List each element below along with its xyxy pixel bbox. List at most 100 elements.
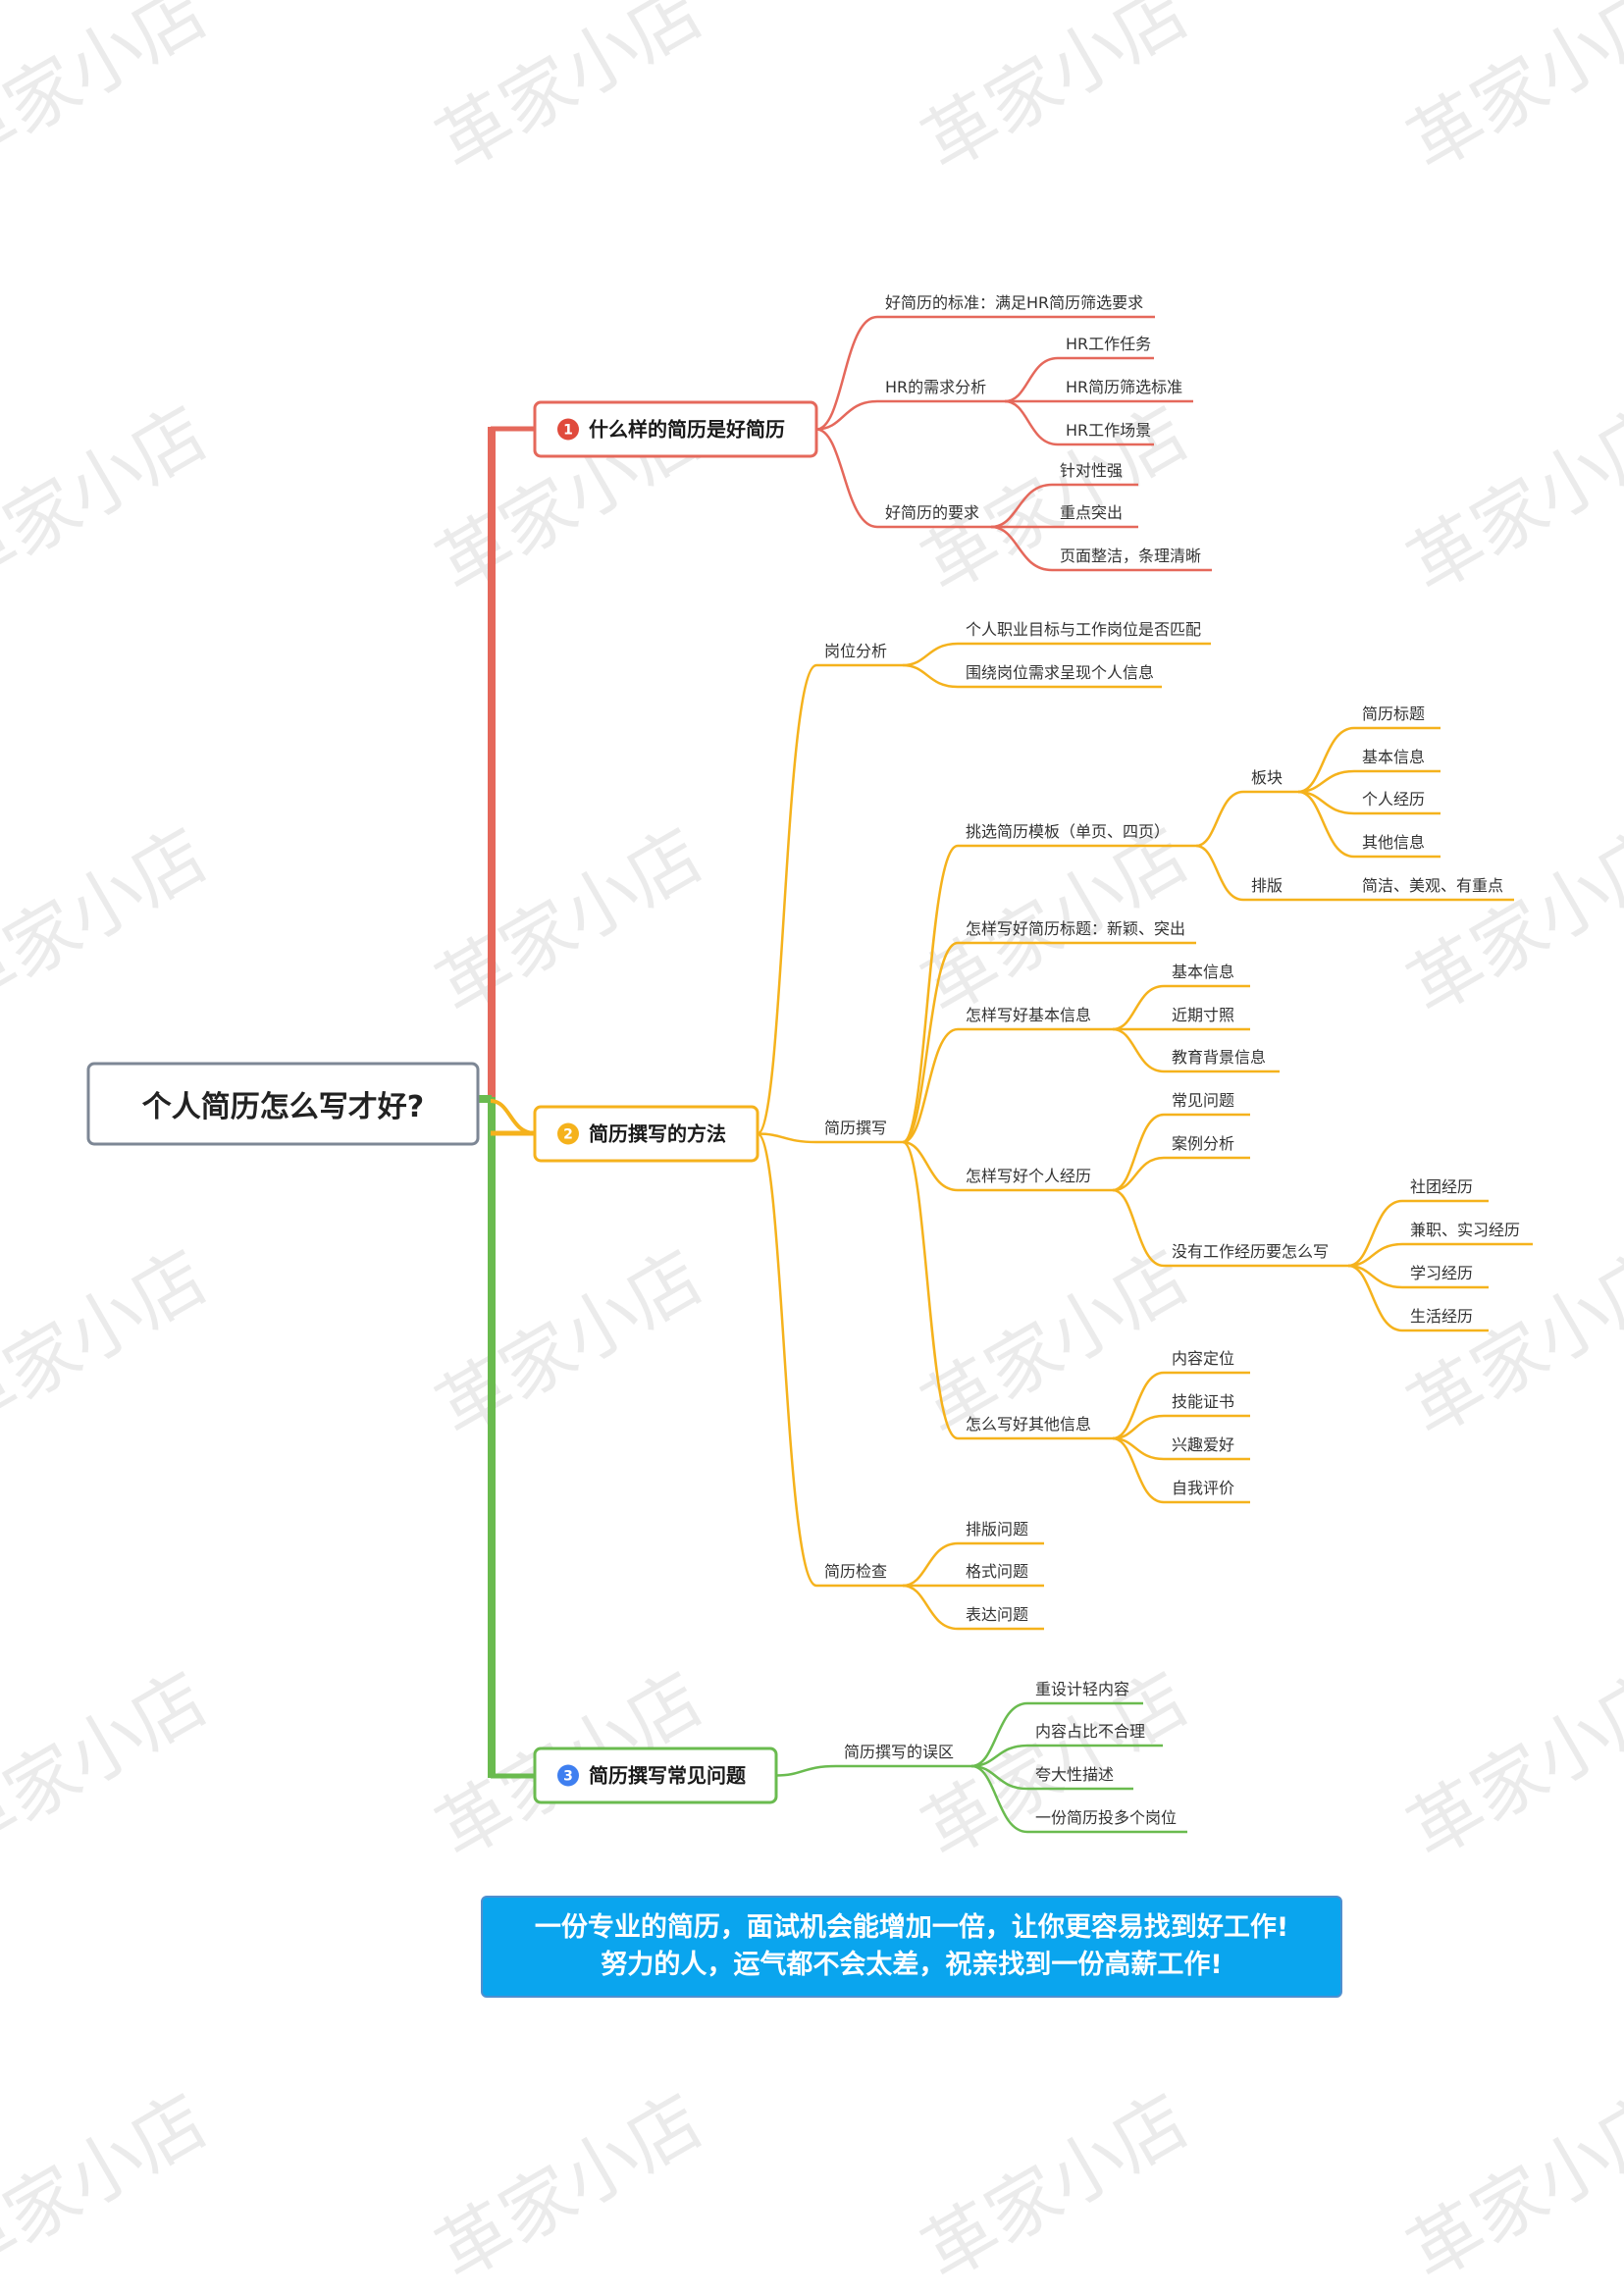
topic-label[interactable]: HR简历筛选标准 xyxy=(1066,378,1182,396)
watermark-text: 革家小店 xyxy=(0,812,221,1030)
watermark-text: 革家小店 xyxy=(909,0,1202,187)
topic-label[interactable]: 好简历的要求 xyxy=(885,503,979,522)
topic-label[interactable]: 岗位分析 xyxy=(824,642,887,660)
topic-label[interactable]: 兴趣爱好 xyxy=(1172,1435,1234,1454)
banner-line-2: 努力的人，运气都不会太差，祝亲找到一份高薪工作! xyxy=(601,1950,1223,1980)
watermark-text: 革家小店 xyxy=(0,2078,221,2295)
banner-line-1: 一份专业的简历，面试机会能增加一倍，让你更容易找到好工作! xyxy=(534,1912,1289,1943)
connector xyxy=(1004,356,1059,403)
topic-label[interactable]: 自我评价 xyxy=(1172,1479,1234,1497)
topic-label[interactable]: 简洁、美观、有重点 xyxy=(1362,876,1503,895)
topic-label[interactable]: 内容占比不合理 xyxy=(1035,1722,1145,1741)
watermark-text: 革家小店 xyxy=(1394,2078,1624,2295)
topic-label[interactable]: 兼职、实习经历 xyxy=(1410,1221,1520,1239)
topic-label[interactable]: 一份简历投多个岗位 xyxy=(1035,1808,1177,1827)
topic-label[interactable]: 基本信息 xyxy=(1362,748,1425,766)
topic-label[interactable]: 个人经历 xyxy=(1362,790,1425,808)
topic-label[interactable]: 基本信息 xyxy=(1172,963,1234,981)
topic-label[interactable]: 重设计轻内容 xyxy=(1035,1680,1129,1698)
connector xyxy=(1112,1027,1165,1073)
footer-banner: 一份专业的简历，面试机会能增加一倍，让你更容易找到好工作! 努力的人，运气都不会… xyxy=(481,1896,1342,1998)
topic-label[interactable]: 怎么写好其他信息 xyxy=(966,1415,1091,1434)
topic-label[interactable]: HR工作任务 xyxy=(1066,335,1151,353)
topic-label[interactable]: 针对性强 xyxy=(1060,461,1123,480)
topic-label[interactable]: 排版 xyxy=(1251,876,1283,895)
topic-label[interactable]: 教育背景信息 xyxy=(1172,1048,1266,1067)
topic-label[interactable]: 重点突出 xyxy=(1060,503,1123,522)
topic-label[interactable]: 排版问题 xyxy=(966,1520,1028,1539)
topic-label[interactable]: 个人职业目标与工作岗位是否匹配 xyxy=(966,620,1201,639)
connector xyxy=(775,1764,837,1777)
topic-label[interactable]: 没有工作经历要怎么写 xyxy=(1172,1242,1329,1261)
number-badge-icon xyxy=(557,1122,579,1145)
connector xyxy=(1297,726,1355,794)
root-title: 个人简历怎么写才好? xyxy=(142,1090,424,1124)
topic-label[interactable]: 页面整洁，条理清晰 xyxy=(1060,547,1201,565)
watermark-text: 革家小店 xyxy=(423,2078,716,2295)
connector xyxy=(1112,1113,1165,1192)
connector xyxy=(970,1701,1028,1768)
topic-label[interactable]: 夸大性描述 xyxy=(1035,1765,1114,1784)
main-topic-box[interactable] xyxy=(533,1105,760,1163)
watermark-text: 革家小店 xyxy=(1394,812,1624,1030)
connector xyxy=(902,1027,959,1144)
topic-label[interactable]: 板块 xyxy=(1251,768,1283,787)
connector xyxy=(902,1584,959,1631)
main-topic-label: 简历撰写的方法 xyxy=(589,1122,726,1146)
connector xyxy=(1195,790,1244,848)
topic-label[interactable]: 简历撰写 xyxy=(824,1119,887,1137)
watermark-text: 革家小店 xyxy=(909,391,1202,608)
connector xyxy=(757,1132,817,1588)
connector xyxy=(815,428,878,529)
watermark-text: 革家小店 xyxy=(423,812,716,1030)
root-node[interactable] xyxy=(86,1062,480,1146)
topic-label[interactable]: 怎样写好个人经历 xyxy=(966,1167,1091,1185)
topic-label[interactable]: 格式问题 xyxy=(966,1562,1028,1581)
topic-label[interactable]: 案例分析 xyxy=(1172,1134,1234,1153)
topic-label[interactable]: 围绕岗位需求呈现个人信息 xyxy=(966,663,1154,682)
watermark-text: 革家小店 xyxy=(423,1234,716,1452)
connector xyxy=(902,941,959,1144)
topic-label[interactable]: 其他信息 xyxy=(1362,833,1425,852)
trunk-green xyxy=(488,1097,496,1778)
number-badge-icon xyxy=(557,418,579,441)
topic-label[interactable]: 怎样写好基本信息 xyxy=(966,1006,1091,1024)
topic-label[interactable]: 好简历的标准：满足HR简历筛选要求 xyxy=(885,293,1143,312)
topic-label[interactable]: 社团经历 xyxy=(1410,1177,1473,1196)
main-topic-box[interactable] xyxy=(533,1747,778,1804)
main-topic-box[interactable] xyxy=(533,400,818,458)
topic-label[interactable]: 简历撰写的误区 xyxy=(844,1743,954,1761)
topic-label[interactable]: 表达问题 xyxy=(966,1605,1028,1624)
connector xyxy=(1112,1436,1165,1504)
connector xyxy=(757,663,817,1135)
trunk-red xyxy=(488,427,496,1101)
topic-label[interactable]: 简历检查 xyxy=(824,1562,887,1581)
watermark-text: 革家小店 xyxy=(0,1234,221,1452)
connector xyxy=(815,315,878,431)
connector xyxy=(990,483,1053,529)
connector xyxy=(902,642,959,667)
connector xyxy=(815,399,878,431)
watermark-text: 革家小店 xyxy=(1394,391,1624,608)
topic-label[interactable]: HR工作场景 xyxy=(1066,421,1151,440)
topic-label[interactable]: 挑选简历模板（单页、四页） xyxy=(966,822,1170,841)
connector xyxy=(902,1140,959,1192)
topic-label[interactable]: 技能证书 xyxy=(1172,1392,1234,1411)
connector xyxy=(1297,790,1355,859)
topic-label[interactable]: 常见问题 xyxy=(1172,1091,1234,1110)
connector xyxy=(902,663,959,689)
watermark-text: 革家小店 xyxy=(1394,0,1624,187)
trunk-joint xyxy=(478,1095,492,1103)
topic-label[interactable]: 简历标题 xyxy=(1362,704,1425,723)
connector-layer xyxy=(478,315,1533,1834)
topic-label[interactable]: 内容定位 xyxy=(1172,1349,1234,1368)
topic-label[interactable]: 生活经历 xyxy=(1410,1307,1473,1326)
topic-label[interactable]: 学习经历 xyxy=(1410,1264,1473,1282)
watermark-text: 革家小店 xyxy=(0,1656,221,1874)
connector xyxy=(970,1764,1028,1834)
topic-label[interactable]: 近期寸照 xyxy=(1172,1006,1234,1024)
connector xyxy=(902,1541,959,1588)
main-topic-label: 简历撰写常见问题 xyxy=(589,1764,747,1788)
topic-label[interactable]: HR的需求分析 xyxy=(885,378,986,396)
topic-label[interactable]: 怎样写好简历标题：新颖、突出 xyxy=(966,919,1185,938)
